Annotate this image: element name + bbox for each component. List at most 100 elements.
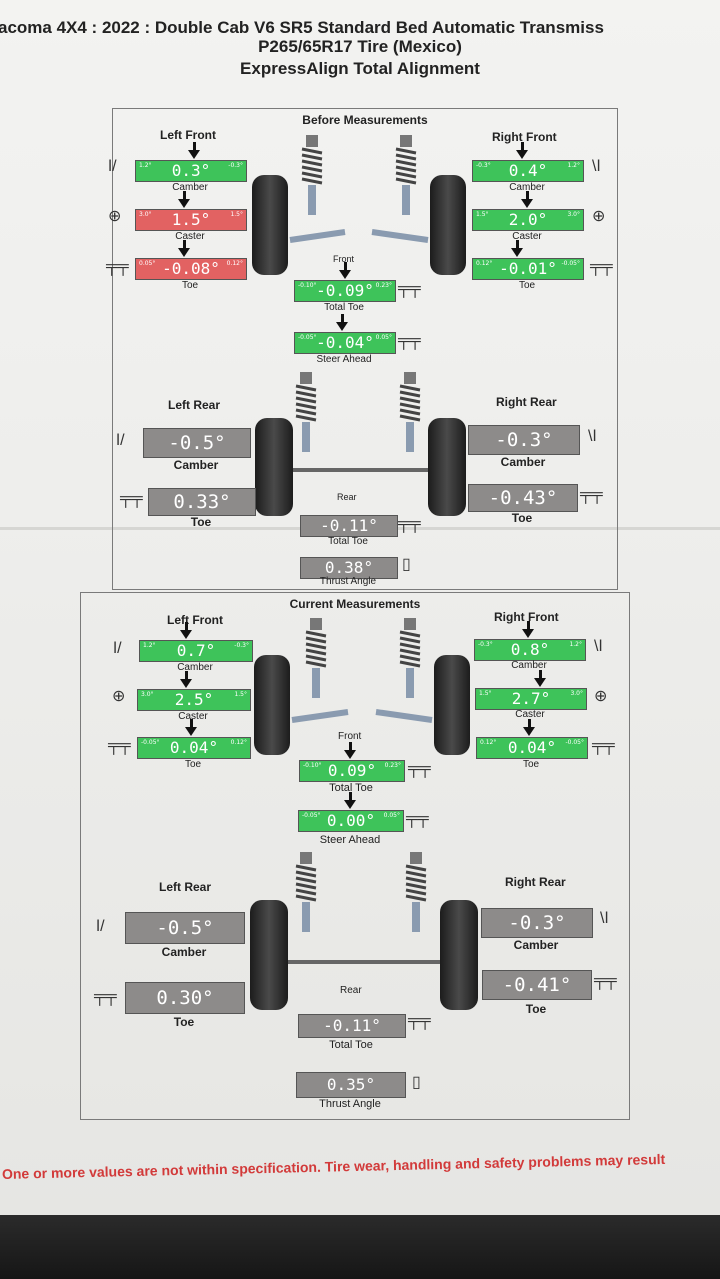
gauge-value: 0.00° [326, 811, 376, 830]
min-limit: 1.5° [476, 211, 489, 218]
current-right-rear-label: Right Rear [505, 875, 566, 889]
gauge-label: Camber [172, 182, 208, 193]
current-rear-total-toe-gauge: -0.11° [298, 1014, 406, 1038]
gauge-value: 0.35° [326, 1075, 376, 1094]
gauge-value: 0.7° [176, 641, 216, 660]
toe-icon: ╤╤ [406, 810, 429, 827]
before-rf-camber-gauge: -0.3° 1.2° 0.4° [472, 160, 584, 182]
gauge-value: -0.08° [162, 259, 220, 278]
gauge-label: Caster [515, 709, 545, 720]
max-limit: 0.23° [384, 762, 401, 769]
current-rf-caster-gauge: 1.5° 3.0° 2.7° [475, 688, 587, 710]
thrust-angle-icon: ▯ [412, 1074, 421, 1091]
min-limit: 0.05° [139, 260, 156, 267]
caster-icon: ⊕ [108, 208, 122, 225]
gauge-value: -0.11° [320, 516, 378, 535]
indicator-arrow [511, 240, 523, 257]
max-limit: -0.05° [565, 739, 584, 746]
before-lr-toe-gauge: 0.33° [148, 488, 256, 516]
gauge-label: Camber [511, 660, 547, 671]
before-steer-ahead-gauge: -0.05° 0.05° -0.04° [294, 332, 396, 354]
before-left-rear-label: Left Rear [168, 398, 221, 412]
gauge-label: Total Toe [328, 536, 368, 547]
gauge-label: Toe [190, 515, 212, 529]
indicator-arrow [185, 719, 197, 736]
gauge-label: Caster [178, 711, 208, 722]
gauge-value: -0.11° [323, 1016, 381, 1035]
max-limit: 3.0° [567, 211, 580, 218]
gauge-value: 0.38° [324, 558, 374, 577]
gauge-label: Camber [177, 662, 213, 673]
current-lf-toe-gauge: -0.05° 0.12° 0.04° [137, 737, 251, 759]
gauge-value: 0.3° [171, 161, 211, 180]
before-total-toe-gauge: -0.10° 0.23° -0.09° [294, 280, 396, 302]
toe-icon: ╤╤ [398, 332, 421, 349]
min-limit: 1.5° [479, 690, 492, 697]
gauge-label: Camber [509, 182, 545, 193]
min-limit: 1.2° [139, 162, 152, 169]
toe-icon: ╤╤ [408, 760, 431, 777]
toe-icon: ╤╤ [94, 988, 117, 1005]
gauge-label: Camber [513, 938, 559, 952]
current-lr-toe-gauge: 0.30° [125, 982, 245, 1014]
current-left-front-label: Left Front [167, 613, 223, 627]
current-lf-camber-gauge: 1.2° -0.3° 0.7° [139, 640, 253, 662]
current-right-front-label: Right Front [494, 610, 559, 624]
toe-icon: ╤╤ [592, 737, 615, 754]
indicator-arrow [516, 142, 528, 159]
toe-icon: ╤╤ [580, 486, 603, 503]
caster-icon: ⊕ [594, 688, 608, 705]
gauge-value: 2.5° [174, 690, 214, 709]
before-front-label: Front [333, 254, 355, 264]
before-thrust-angle-gauge: 0.38° [300, 557, 398, 579]
current-total-toe-gauge: -0.10° 0.23° 0.09° [299, 760, 405, 782]
gauge-value: -0.3° [508, 912, 566, 934]
gauge-label: Camber [500, 455, 546, 469]
min-limit: -0.10° [298, 282, 317, 289]
gauge-value: 0.04° [507, 738, 557, 757]
max-limit: 0.05° [383, 812, 400, 819]
toe-icon: ╤╤ [408, 1012, 431, 1029]
before-rr-toe-gauge: -0.43° [468, 484, 578, 512]
gauge-value: -0.01° [499, 259, 557, 278]
camber-icon: \ǀ [600, 910, 609, 927]
indicator-arrow [180, 622, 192, 639]
before-rear-total-toe-gauge: -0.11° [300, 515, 398, 537]
gauge-value: -0.04° [316, 333, 374, 352]
camber-icon: ǀ/ [108, 158, 117, 175]
gauge-value: -0.3° [495, 429, 553, 451]
max-limit: 0.12° [230, 739, 247, 746]
gauge-label: Steer Ahead [319, 834, 381, 846]
gauge-label: Toe [511, 511, 533, 525]
gauge-value: -0.43° [488, 487, 558, 509]
indicator-arrow [178, 191, 190, 208]
before-lr-camber-gauge: -0.5° [143, 428, 251, 458]
background-floor [0, 1215, 720, 1279]
gauge-label: Steer Ahead [316, 354, 372, 365]
toe-icon: ╤╤ [106, 258, 129, 275]
max-limit: 0.23° [375, 282, 392, 289]
report-title: ExpressAlign Total Alignment [240, 59, 480, 78]
max-limit: 1.5° [234, 691, 247, 698]
min-limit: -0.05° [141, 739, 160, 746]
camber-icon: ǀ/ [116, 432, 125, 449]
gauge-label: Toe [173, 1015, 195, 1029]
current-rear-label: Rear [340, 985, 362, 996]
camber-icon: \ǀ [594, 638, 603, 655]
gauge-value: 2.0° [508, 210, 548, 229]
current-rf-toe-gauge: 0.12° -0.05° 0.04° [476, 737, 588, 759]
min-limit: 0.12° [480, 739, 497, 746]
max-limit: 1.5° [230, 211, 243, 218]
min-limit: -0.3° [476, 162, 491, 169]
camber-icon: ǀ/ [113, 640, 122, 657]
max-limit: 1.2° [567, 162, 580, 169]
indicator-arrow [344, 792, 356, 809]
gauge-value: -0.09° [316, 281, 374, 300]
before-rf-caster-gauge: 1.5° 3.0° 2.0° [472, 209, 584, 231]
toe-icon: ╤╤ [398, 515, 421, 532]
max-limit: 3.0° [570, 690, 583, 697]
before-lf-camber-gauge: 1.2° -0.3° 0.3° [135, 160, 247, 182]
gauge-label: Total Toe [324, 302, 364, 313]
current-rr-camber-gauge: -0.3° [481, 908, 593, 938]
indicator-arrow [180, 671, 192, 688]
